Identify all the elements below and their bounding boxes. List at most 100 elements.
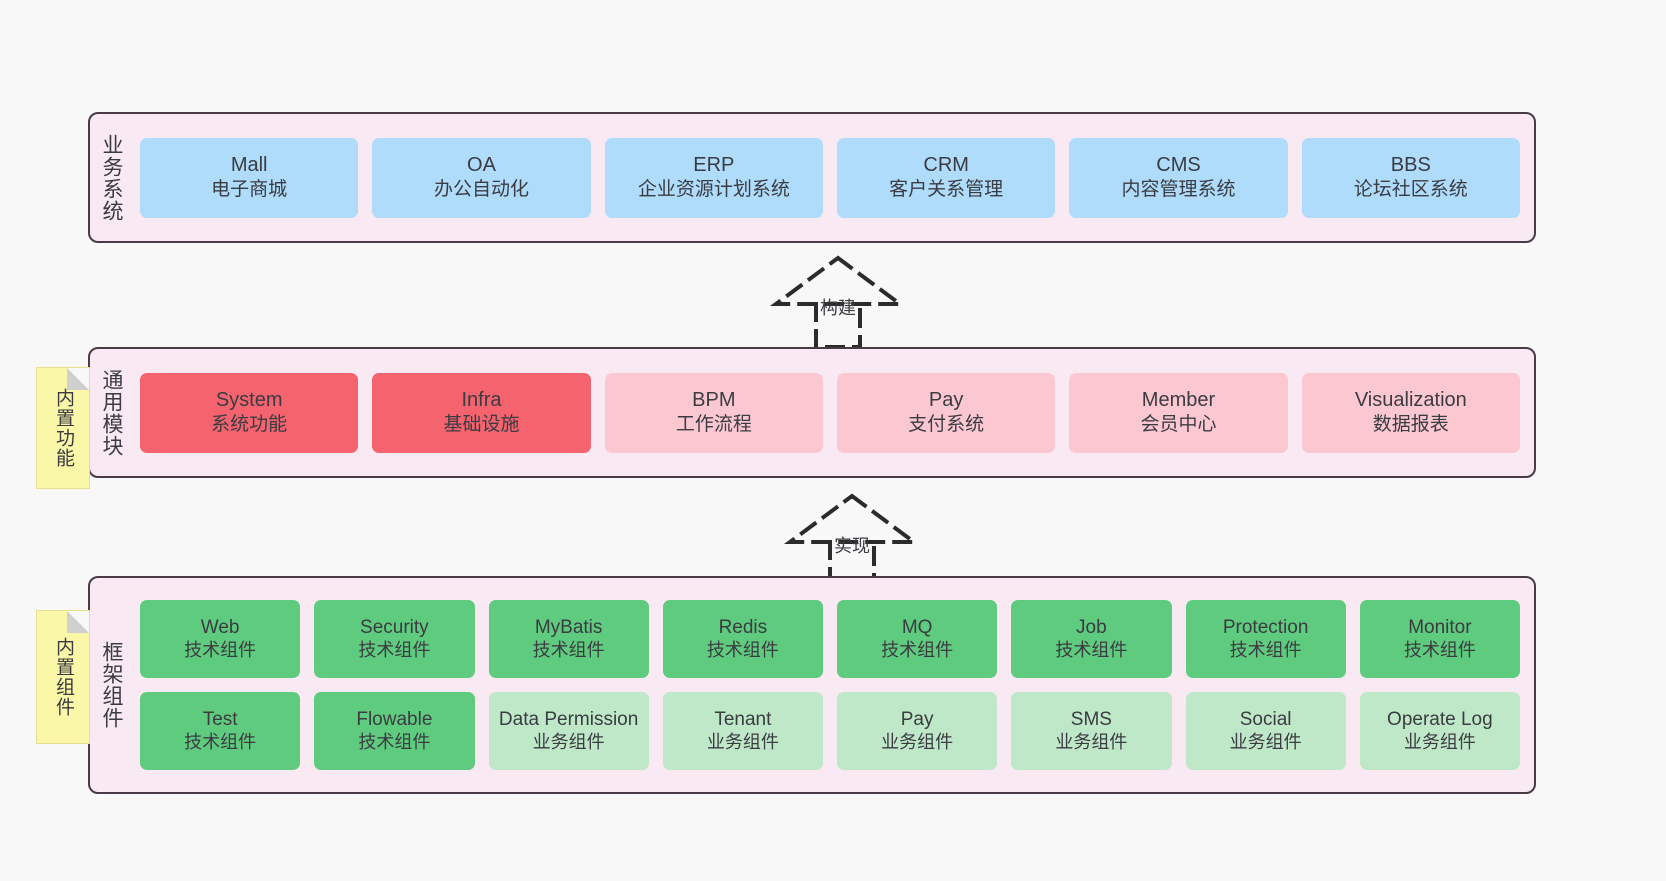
card-protection-line1: Protection xyxy=(1222,617,1309,639)
layer-body-business-system: Mall 电子商城 OA 办公自动化 ERP 企业资源计划系统 CRM 客户关系… xyxy=(132,114,1534,241)
card-sms[interactable]: SMS 业务组件 xyxy=(1011,692,1172,770)
note-builtin-function: 内置功能 xyxy=(36,367,90,489)
card-bpm-line2: 工作流程 xyxy=(675,414,752,436)
card-bpm[interactable]: BPM 工作流程 xyxy=(604,372,823,453)
card-pay-component[interactable]: Pay 业务组件 xyxy=(837,692,998,770)
layer-common-module: 通用模块 System 系统功能 Infra 基础设施 BPM 工作流程 Pay… xyxy=(88,347,1536,478)
framework-row-technical: Web 技术组件 Security 技术组件 MyBatis 技术组件 Redi… xyxy=(140,600,1520,678)
card-infra[interactable]: Infra 基础设施 xyxy=(372,372,591,453)
card-infra-line2: 基础设施 xyxy=(443,414,520,436)
card-social-line1: Social xyxy=(1239,709,1292,731)
card-monitor-line2: 技术组件 xyxy=(1403,639,1476,660)
card-oa-line2: 办公自动化 xyxy=(433,179,529,201)
card-member[interactable]: Member 会员中心 xyxy=(1069,372,1288,453)
card-mybatis[interactable]: MyBatis 技术组件 xyxy=(488,600,649,678)
card-job-line2: 技术组件 xyxy=(1055,639,1128,660)
layer-business-system: 业务系统 Mall 电子商城 OA 办公自动化 ERP 企业资源计划系统 CRM… xyxy=(88,112,1536,243)
card-social-line2: 业务组件 xyxy=(1229,731,1302,752)
card-cms[interactable]: CMS 内容管理系统 xyxy=(1069,137,1288,218)
layer-title-common-module: 通用模块 xyxy=(100,368,124,457)
card-bbs-line1: BBS xyxy=(1390,153,1431,176)
card-social[interactable]: Social 业务组件 xyxy=(1185,692,1346,770)
arrow-implement: 实现 xyxy=(772,490,932,590)
note-builtin-component: 内置组件 xyxy=(36,610,90,744)
arrow-build: 构建 xyxy=(758,252,918,352)
card-mybatis-line2: 技术组件 xyxy=(532,639,605,660)
card-pay-module[interactable]: Pay 支付系统 xyxy=(836,372,1056,453)
card-operate-log[interactable]: Operate Log 业务组件 xyxy=(1359,692,1520,770)
card-cms-line1: CMS xyxy=(1156,153,1201,176)
card-web-line2: 技术组件 xyxy=(184,639,257,660)
card-sms-line2: 业务组件 xyxy=(1055,731,1128,752)
layer-title-business-system: 业务系统 xyxy=(100,133,124,222)
card-oa-line1: OA xyxy=(467,153,496,176)
layer-body-framework-component: Web 技术组件 Security 技术组件 MyBatis 技术组件 Redi… xyxy=(132,578,1534,792)
card-tenant-line1: Tenant xyxy=(714,709,772,731)
card-monitor[interactable]: Monitor 技术组件 xyxy=(1359,600,1520,678)
card-flowable[interactable]: Flowable 技术组件 xyxy=(314,692,475,770)
card-data-permission[interactable]: Data Permission 业务组件 xyxy=(488,692,649,770)
card-job[interactable]: Job 技术组件 xyxy=(1011,600,1172,678)
card-mq-line1: MQ xyxy=(901,617,933,639)
card-oa[interactable]: OA 办公自动化 xyxy=(372,137,591,218)
card-member-line1: Member xyxy=(1141,388,1216,411)
framework-row-business: Test 技术组件 Flowable 技术组件 Data Permission … xyxy=(140,692,1520,770)
card-bbs-line2: 论坛社区系统 xyxy=(1353,179,1468,201)
card-mybatis-line1: MyBatis xyxy=(534,617,603,639)
layer-framework-component: 框架组件 Web 技术组件 Security 技术组件 MyBatis 技术组件… xyxy=(88,576,1536,794)
card-pay-component-line2: 业务组件 xyxy=(881,731,954,752)
card-web[interactable]: Web 技术组件 xyxy=(140,600,301,678)
card-bpm-line1: BPM xyxy=(692,388,736,411)
card-security-line2: 技术组件 xyxy=(358,639,431,660)
card-mq[interactable]: MQ 技术组件 xyxy=(837,600,998,678)
card-redis-line2: 技术组件 xyxy=(706,639,779,660)
card-visualization[interactable]: Visualization 数据报表 xyxy=(1301,372,1520,453)
card-data-permission-line1: Data Permission xyxy=(498,709,639,731)
layer-title-framework-component: 框架组件 xyxy=(100,641,124,729)
card-crm-line2: 客户关系管理 xyxy=(889,179,1004,201)
card-protection[interactable]: Protection 技术组件 xyxy=(1185,600,1346,678)
card-erp-line1: ERP xyxy=(693,153,735,176)
card-mq-line2: 技术组件 xyxy=(881,639,954,660)
card-erp-line2: 企业资源计划系统 xyxy=(637,179,790,201)
card-test-line2: 技术组件 xyxy=(184,731,257,752)
card-redis[interactable]: Redis 技术组件 xyxy=(662,600,823,678)
card-tenant[interactable]: Tenant 业务组件 xyxy=(662,692,823,770)
card-crm[interactable]: CRM 客户关系管理 xyxy=(836,137,1056,218)
card-mall-line1: Mall xyxy=(230,153,268,176)
card-pay-module-line1: Pay xyxy=(928,388,964,411)
card-sms-line1: SMS xyxy=(1070,709,1112,731)
card-test[interactable]: Test 技术组件 xyxy=(140,692,301,770)
card-protection-line2: 技术组件 xyxy=(1229,639,1302,660)
arrow-implement-label: 实现 xyxy=(834,536,870,556)
layer-body-common-module: System 系统功能 Infra 基础设施 BPM 工作流程 Pay 支付系统… xyxy=(132,349,1534,476)
card-visualization-line1: Visualization xyxy=(1354,388,1467,411)
card-security-line1: Security xyxy=(360,617,429,639)
card-erp[interactable]: ERP 企业资源计划系统 xyxy=(604,137,823,218)
card-cms-line2: 内容管理系统 xyxy=(1121,179,1236,201)
card-visualization-line2: 数据报表 xyxy=(1372,414,1449,436)
card-pay-module-line2: 支付系统 xyxy=(908,414,985,436)
card-flowable-line1: Flowable xyxy=(356,709,433,731)
card-pay-component-line1: Pay xyxy=(900,709,934,731)
card-flowable-line2: 技术组件 xyxy=(358,731,431,752)
card-data-permission-line2: 业务组件 xyxy=(532,731,605,752)
card-monitor-line1: Monitor xyxy=(1408,617,1472,639)
card-crm-line1: CRM xyxy=(923,153,969,176)
card-system-line2: 系统功能 xyxy=(211,414,288,436)
card-operate-log-line2: 业务组件 xyxy=(1403,731,1476,752)
card-test-line1: Test xyxy=(202,709,238,731)
card-member-line2: 会员中心 xyxy=(1140,414,1217,436)
card-system-line1: System xyxy=(215,388,283,411)
card-tenant-line2: 业务组件 xyxy=(706,731,779,752)
card-system[interactable]: System 系统功能 xyxy=(140,372,359,453)
card-operate-log-line1: Operate Log xyxy=(1387,709,1493,731)
card-web-line1: Web xyxy=(200,617,240,639)
card-bbs[interactable]: BBS 论坛社区系统 xyxy=(1301,137,1520,218)
card-mall-line2: 电子商城 xyxy=(211,179,288,201)
card-job-line1: Job xyxy=(1076,617,1107,639)
card-mall[interactable]: Mall 电子商城 xyxy=(140,137,359,218)
card-security[interactable]: Security 技术组件 xyxy=(314,600,475,678)
card-redis-line1: Redis xyxy=(718,617,768,639)
